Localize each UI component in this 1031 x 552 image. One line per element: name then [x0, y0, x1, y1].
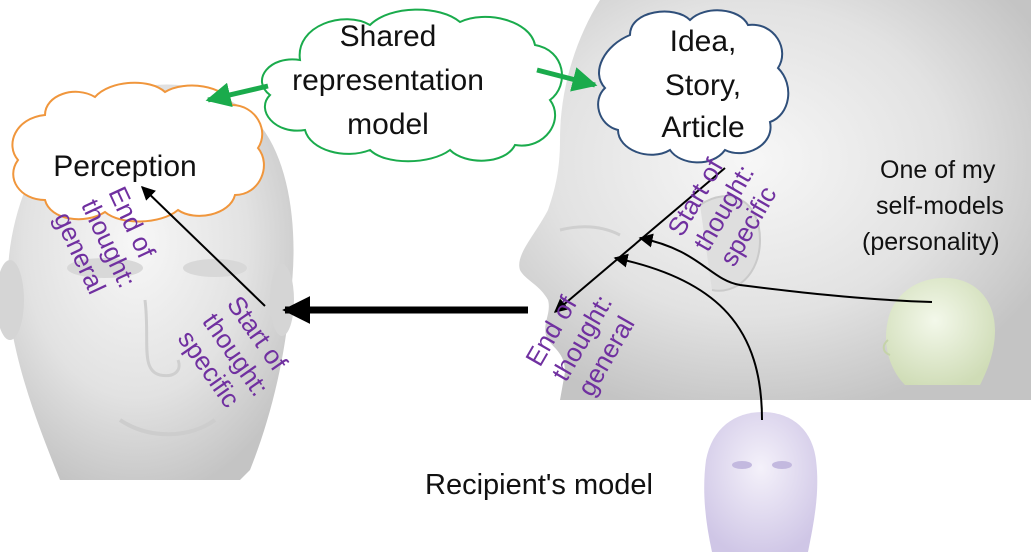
- idea-cloud-line-3: Article: [661, 111, 744, 144]
- idea-cloud: [597, 9, 790, 164]
- perception-cloud: [11, 81, 265, 223]
- green-arrow-to-perception: [205, 82, 269, 108]
- shared-cloud-line-3: model: [347, 108, 429, 141]
- shared-cloud-line-2: representation: [292, 64, 484, 97]
- idea-cloud-line-2: Story,: [665, 69, 741, 102]
- recipient-label: Recipient's model: [425, 469, 653, 501]
- recipient-head: [704, 412, 818, 552]
- self-model-arrow: [638, 233, 933, 303]
- self-model-head: [882, 277, 995, 385]
- left-end-label: End of thought: general: [48, 182, 162, 299]
- green-arrow-to-idea: [536, 67, 598, 92]
- recipient-arrow: [613, 253, 763, 421]
- self-model-label-line-1: One of my: [880, 156, 996, 184]
- idea-cloud-line-1: Idea,: [670, 25, 737, 58]
- left-thought-arrow: [140, 186, 266, 307]
- self-model-label-line-2: self-models: [876, 192, 1004, 220]
- perception-cloud-label: Perception: [53, 150, 196, 183]
- shared-representation-cloud: [260, 8, 563, 163]
- shared-cloud-line-1: Shared: [340, 20, 437, 53]
- self-model-label-line-3: (personality): [862, 228, 1000, 256]
